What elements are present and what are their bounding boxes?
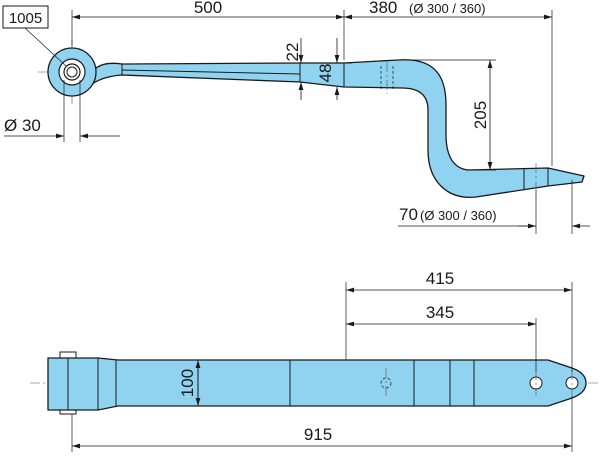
eye-bushing-inner bbox=[63, 63, 81, 81]
dim-380-label: 380 bbox=[369, 0, 397, 17]
dim-30-label: Ø 30 bbox=[4, 116, 41, 135]
dim-415-label: 415 bbox=[426, 269, 454, 288]
spring-leaf-side bbox=[91, 59, 585, 198]
side-view: 1005 500 380 (Ø 300 / 360) 22 48 205 Ø 3… bbox=[2, 0, 590, 234]
dim-380-variants: (Ø 300 / 360) bbox=[409, 1, 486, 16]
top-view: 415 345 100 915 bbox=[30, 269, 598, 452]
dim-345-label: 345 bbox=[426, 303, 454, 322]
dim-915-label: 915 bbox=[304, 425, 332, 444]
dim-70-label: 70 bbox=[399, 205, 418, 224]
dim-205-label: 205 bbox=[471, 101, 490, 129]
dim-100-label: 100 bbox=[178, 369, 197, 397]
spring-leaf-top bbox=[47, 357, 587, 411]
dim-48-label: 48 bbox=[316, 64, 335, 83]
eye-bore bbox=[66, 66, 78, 78]
dim-500-label: 500 bbox=[194, 0, 222, 17]
eye-end-detail-bottom bbox=[59, 409, 77, 415]
dim-22-label: 22 bbox=[283, 43, 302, 62]
dim-70-variants: (Ø 300 / 360) bbox=[420, 208, 497, 223]
leaf-line-1 bbox=[121, 69, 301, 75]
reference-leader bbox=[24, 27, 67, 67]
eye-end-detail bbox=[59, 351, 77, 359]
reference-number: 1005 bbox=[9, 10, 42, 27]
